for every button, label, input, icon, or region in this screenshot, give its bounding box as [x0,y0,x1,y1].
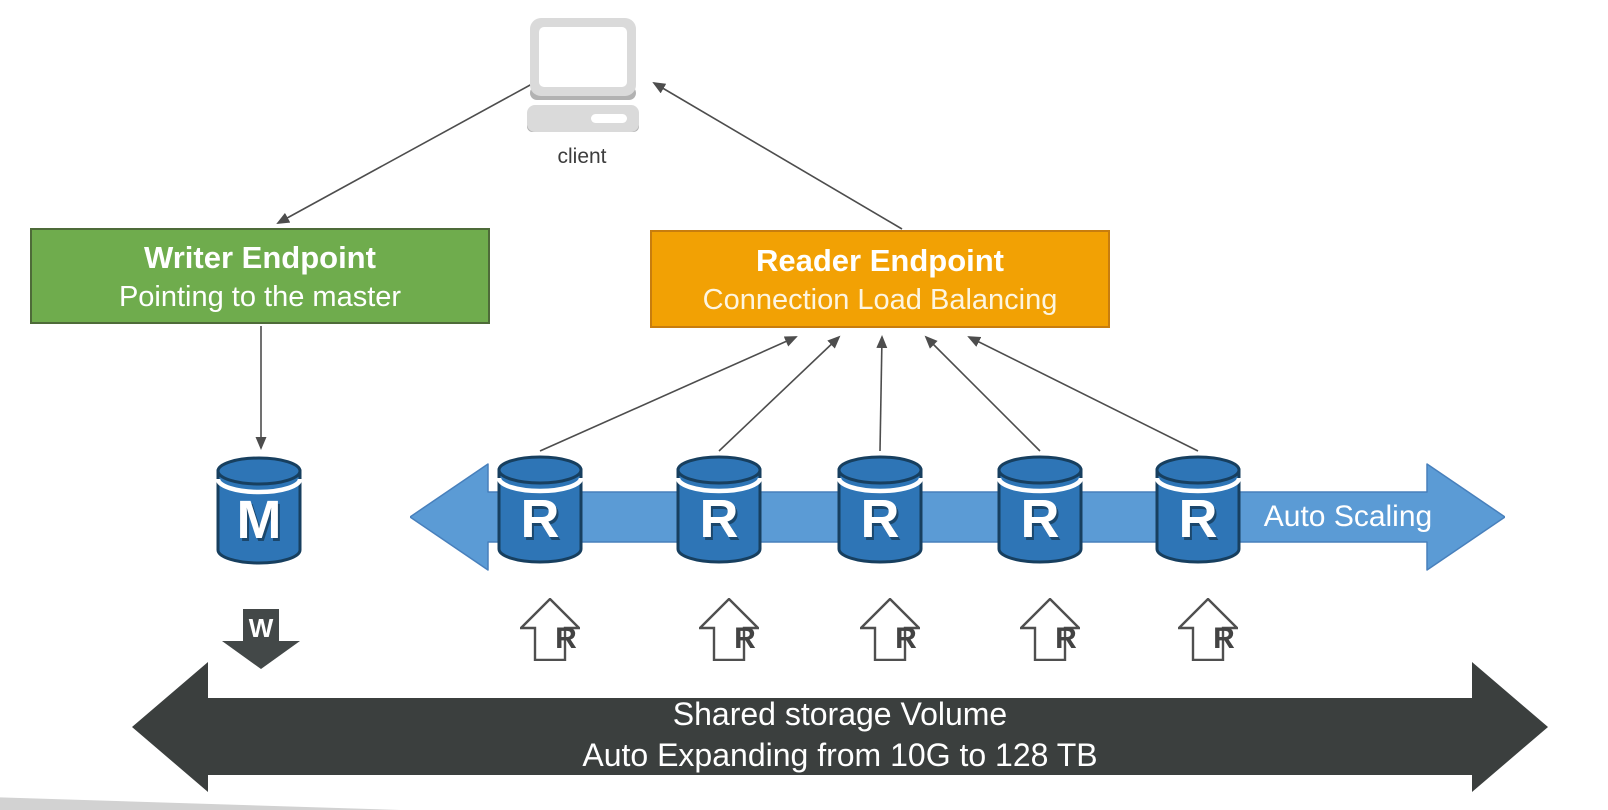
client-label: client [557,145,607,168]
reader-endpoint-box: Reader Endpoint Connection Load Balancin… [650,230,1110,328]
replica-db-cylinder: R [675,455,763,564]
connector-replica4-to-reader [924,335,1041,452]
replica-db-cylinder: R [996,455,1084,564]
replica-letter: R [521,489,560,549]
read-arrow: R [1176,597,1240,662]
read-arrow-letter: R [1055,622,1077,655]
write-arrow-letter: W [248,613,274,643]
shared-storage-arrow [132,662,1548,792]
shared-storage-line2: Auto Expanding from 10G to 128 TB [582,737,1098,773]
read-arrow: R [1018,597,1082,662]
replica-db-cylinder: R [836,455,924,564]
connector-reader-to-client [652,81,903,230]
writer-endpoint-box: Writer Endpoint Pointing to the master [30,228,490,324]
reader-endpoint-subtitle: Connection Load Balancing [702,283,1058,316]
auto-scaling-label: Auto Scaling [1263,500,1433,533]
shared-storage-text: Shared storage Volume Auto Expanding fro… [132,694,1548,776]
auto-scaling-arrow [410,463,1505,571]
replica-db-cylinder: R [1154,455,1242,564]
read-arrow-letter: R [895,622,917,655]
replica-db-cylinder: R [496,455,584,564]
laptop-display [539,27,627,87]
read-arrow-letter: R [1213,622,1235,655]
master-letter: M [237,490,282,550]
read-arrow: R [697,597,761,662]
read-arrow: R [858,597,922,662]
replica-letter: R [700,489,739,549]
writer-endpoint-title: Writer Endpoint [144,239,376,275]
master-db-cylinder: M [215,456,303,565]
writer-endpoint-subtitle: Pointing to the master [118,280,402,313]
read-arrow: R [518,597,582,662]
write-arrow: W [222,609,300,669]
connector-replica1-to-reader [539,336,798,452]
laptop-touchpad [591,114,627,123]
connector-replica2-to-reader [718,335,841,452]
read-arrow-letter: R [734,622,756,655]
shared-storage-line1: Shared storage Volume [672,696,1008,732]
replica-letter: R [861,489,900,549]
reader-endpoint-title: Reader Endpoint [755,242,1004,278]
read-arrow-letter: R [555,622,577,655]
connector-replica5-to-reader [967,336,1199,452]
replica-letter: R [1021,489,1060,549]
connector-replica3-to-reader [876,335,888,452]
replica-letter: R [1179,489,1218,549]
client-computer-icon [527,18,639,132]
connector-client-to-writer [276,83,533,224]
write-arrow-shape [222,609,300,669]
